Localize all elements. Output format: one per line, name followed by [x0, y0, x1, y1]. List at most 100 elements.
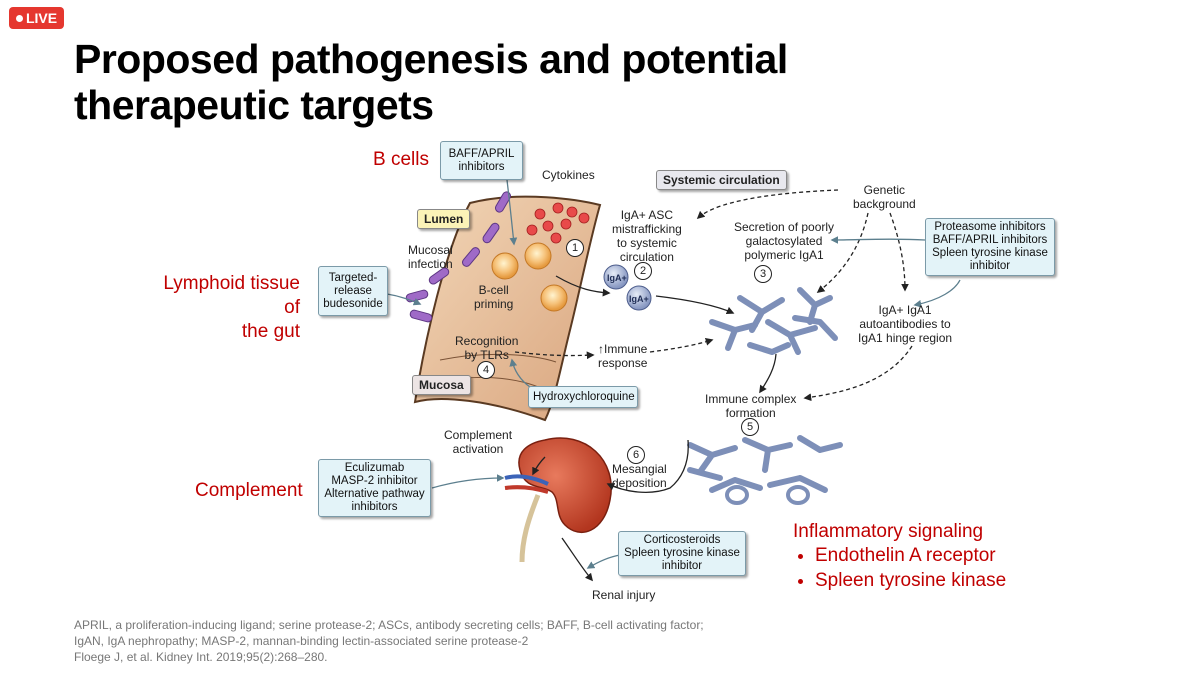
label-iga-asc: IgA+ ASC mistrafficking to systemic circ… — [612, 208, 682, 264]
section-lymphoid-line1: Lymphoid tissue of — [163, 273, 300, 318]
section-b-cells: B cells — [373, 149, 429, 170]
box-line: Spleen tyrosine kinase — [932, 247, 1048, 259]
box-baff-april-inhibitors: BAFF/APRIL inhibitors — [440, 141, 523, 180]
bacteria-icons — [405, 191, 511, 323]
label-line: Genetic — [863, 183, 906, 197]
label-line: autoantibodies to — [859, 317, 951, 331]
step-number-5: 5 — [741, 418, 759, 436]
label-line: infection — [408, 257, 453, 271]
box-line: MASP-2 inhibitor — [331, 475, 418, 487]
label-line: Immune complex — [705, 392, 797, 406]
label-line: IgA+ IgA1 — [878, 303, 932, 317]
box-line: Hydroxychloroquine — [533, 390, 635, 403]
step-number-3: 3 — [754, 265, 772, 283]
box-line: Alternative pathway — [324, 488, 425, 500]
box-line: Eculizumab — [344, 462, 405, 474]
tag-lumen: Lumen — [417, 209, 471, 229]
box-hydroxychloroquine: Hydroxychloroquine — [528, 386, 638, 408]
label-line: response — [598, 356, 648, 370]
label-line: Secretion of poorly — [734, 220, 835, 234]
box-line: Spleen tyrosine kinase — [624, 547, 740, 559]
section-complement: Complement — [195, 480, 303, 501]
label-line: by TLRs — [464, 348, 509, 362]
therapy-arrows — [386, 179, 961, 569]
label-line: formation — [725, 406, 776, 420]
box-line: inhibitors — [351, 501, 398, 513]
step-number-2: 2 — [634, 262, 652, 280]
box-line: budesonide — [323, 297, 383, 310]
live-badge-label: LIVE — [25, 10, 58, 26]
section-lymphoid: Lymphoid tissue of the gut — [150, 272, 300, 344]
label-line: priming — [474, 297, 514, 311]
label-mucosal-infection: Mucosal infection — [408, 243, 453, 271]
label-immune-response: ↑Immune response — [598, 342, 647, 370]
label-mesangial-deposition: Mesangial deposition — [612, 462, 667, 490]
iga-plus-cells — [603, 264, 652, 311]
label-line: mistrafficking — [612, 222, 682, 236]
label-line: galactosylated — [745, 234, 823, 248]
inflammatory-item: Endothelin A receptor — [815, 543, 1006, 568]
dashed-arrows — [514, 189, 913, 402]
tag-systemic-circulation: Systemic circulation — [656, 170, 787, 190]
inflammatory-list: Endothelin A receptor Spleen tyrosine ki… — [793, 543, 1006, 593]
box-proteasome-inhibitors: Proteasome inhibitors BAFF/APRIL inhibit… — [925, 218, 1055, 276]
label-line: polymeric IgA1 — [744, 248, 824, 262]
b-cells — [491, 242, 568, 312]
step-number-6: 6 — [627, 446, 645, 464]
label-bcell-priming: B-cell priming — [474, 283, 513, 311]
section-inflammatory: Inflammatory signaling — [793, 521, 984, 542]
box-line: inhibitors — [458, 160, 505, 173]
polymeric-iga1-cluster — [709, 287, 838, 355]
label-iga-cell-2: IgA+ — [629, 294, 649, 304]
slide-title: Proposed pathogenesis and potential ther… — [74, 36, 788, 128]
live-badge: LIVE — [9, 7, 64, 29]
box-line: Targeted- — [328, 271, 378, 284]
kidney-illustration — [504, 437, 612, 563]
step-number-4: 4 — [477, 361, 495, 379]
label-line: IgA+ ASC — [620, 208, 674, 222]
label-renal-injury: Renal injury — [592, 588, 656, 602]
label-line: B-cell — [478, 283, 509, 297]
label-line: to systemic — [616, 236, 677, 250]
label-recognition-tlrs: Recognition by TLRs — [455, 334, 518, 362]
live-dot-icon — [15, 14, 23, 22]
immune-complex-cluster — [687, 435, 843, 505]
label-iga-cell-1: IgA+ — [607, 273, 627, 283]
label-line: Recognition — [455, 334, 519, 348]
label-line: circulation — [619, 250, 674, 264]
label-complement-activation: Complement activation — [444, 428, 512, 456]
cytokine-dots — [526, 202, 590, 244]
section-lymphoid-line2: the gut — [241, 321, 300, 342]
box-budesonide: Targeted- release budesonide — [318, 266, 388, 316]
label-line: IgA1 hinge region — [858, 331, 953, 345]
label-immune-complex: Immune complex formation — [705, 392, 796, 420]
box-line: Proteasome inhibitors — [934, 221, 1046, 233]
label-genetic-background: Genetic background — [853, 183, 916, 211]
label-line: deposition — [612, 476, 667, 490]
box-line: Corticosteroids — [643, 534, 721, 546]
footnote-line: IgAN, IgA nephropathy; MASP-2, mannan-bi… — [74, 634, 529, 648]
label-line: Complement — [444, 428, 513, 442]
label-line: background — [853, 197, 916, 211]
box-line: inhibitor — [969, 260, 1011, 272]
footnote-line: APRIL, a proliferation-inducing ligand; … — [74, 618, 704, 632]
label-cytokines: Cytokines — [542, 168, 595, 182]
solid-arrows — [532, 275, 777, 582]
box-line: release — [334, 284, 372, 297]
box-line: BAFF/APRIL — [448, 147, 515, 160]
tag-mucosa: Mucosa — [412, 375, 471, 395]
box-corticosteroids: Corticosteroids Spleen tyrosine kinase i… — [618, 531, 746, 576]
box-eculizumab: Eculizumab MASP-2 inhibitor Alternative … — [318, 459, 431, 517]
inflammatory-item: Spleen tyrosine kinase — [815, 568, 1006, 593]
label-line: Mucosal — [408, 243, 453, 257]
label-autoantibodies: IgA+ IgA1 autoantibodies to IgA1 hinge r… — [858, 303, 952, 345]
label-line: Mesangial — [612, 462, 667, 476]
label-line: activation — [452, 442, 504, 456]
box-line: inhibitor — [661, 560, 703, 572]
label-line: ↑Immune — [598, 342, 648, 356]
box-line: BAFF/APRIL inhibitors — [932, 234, 1048, 246]
label-secretion: Secretion of poorly galactosylated polym… — [734, 220, 834, 262]
footnotes: APRIL, a proliferation-inducing ligand; … — [74, 617, 704, 665]
step-number-1: 1 — [566, 239, 584, 257]
footnote-line: Floege J, et al. Kidney Int. 2019;95(2):… — [74, 650, 328, 664]
